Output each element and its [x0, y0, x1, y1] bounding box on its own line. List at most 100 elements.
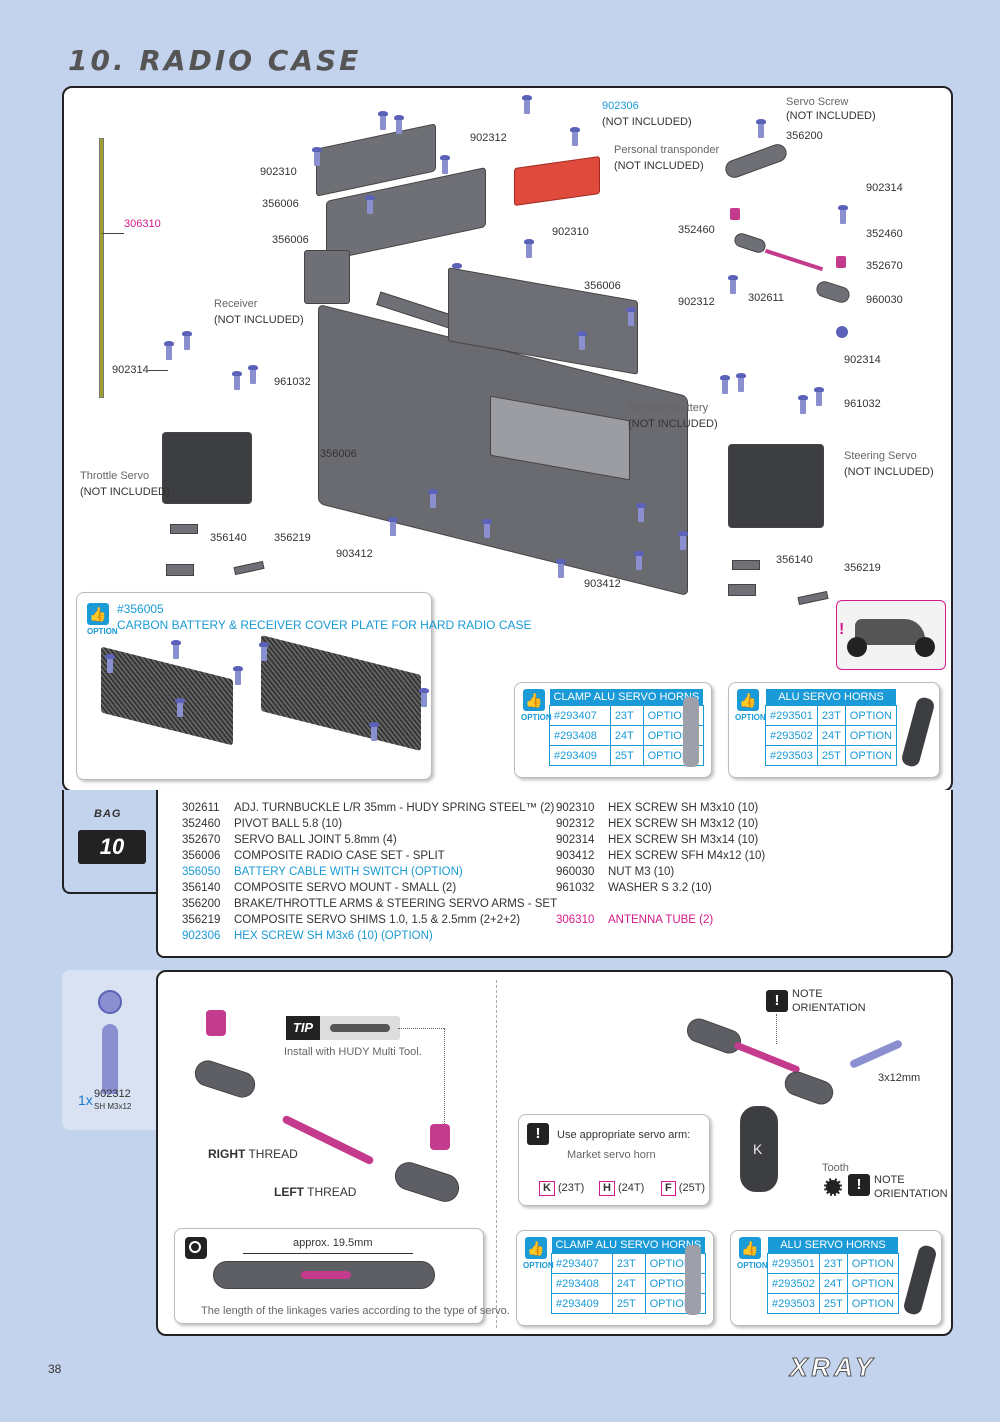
horn-f: F (25T)	[661, 1181, 705, 1196]
label-902312-a: 902312	[470, 132, 507, 144]
alu-horn-image	[902, 1243, 938, 1317]
length-note: The length of the linkages varies accord…	[201, 1305, 510, 1317]
linkage-servo-side	[683, 1015, 745, 1057]
ball-joint-a	[732, 231, 768, 255]
bag-tab: BAG 10	[62, 790, 160, 894]
screw-head-icon	[98, 990, 122, 1014]
servo-mount-c	[732, 560, 760, 570]
alu-horn-image	[900, 695, 936, 769]
steering-servo	[728, 444, 824, 528]
screw-spec: SH M3x12	[94, 1102, 132, 1111]
label-356006-d: 356006	[320, 448, 357, 460]
label-steering: Steering Servo	[844, 450, 917, 462]
left-thread-word: THREAD	[307, 1185, 357, 1199]
servo-arm-note-box: ! Use appropriate servo arm: Market serv…	[518, 1114, 710, 1206]
nut	[836, 326, 848, 338]
label-steering-ni: (NOT INCLUDED)	[844, 466, 934, 478]
clamp-horn-image	[683, 697, 699, 767]
carbon-plate-a	[101, 646, 233, 746]
bag-number: 10	[78, 830, 146, 864]
servo-shim-a	[233, 560, 265, 576]
tip-text: Install with HUDY Multi Tool.	[284, 1046, 422, 1058]
label-356219-b: 356219	[844, 562, 881, 574]
tooth-gear-icon	[824, 1178, 842, 1196]
bag-label: BAG	[94, 808, 122, 820]
page-number: 38	[48, 1362, 62, 1376]
label-356006-e: 356006	[584, 280, 621, 292]
servo-mount-d	[728, 584, 756, 596]
thumbs-up-icon: 👍	[523, 689, 545, 711]
label-356219-a: 356219	[274, 532, 311, 544]
length-note-box: approx. 19.5mm The length of the linkage…	[174, 1228, 510, 1324]
turnbuckle	[764, 248, 824, 272]
tip-word: TIP	[286, 1016, 320, 1040]
throttle-servo	[162, 432, 252, 504]
thumbs-up-icon: 👍	[739, 1237, 761, 1259]
transponder	[514, 155, 600, 207]
left-thread-key: LEFT	[274, 1185, 304, 1199]
note-label-2b: ORIENTATION	[874, 1188, 948, 1200]
option-word: OPTION	[523, 1261, 554, 1270]
label-902314-c: 902314	[844, 354, 881, 366]
label-960030: 960030	[866, 294, 903, 306]
thumbs-up-icon: 👍	[87, 603, 109, 625]
label-902314-b: 902314	[866, 182, 903, 194]
note-icon: !	[848, 1174, 870, 1196]
approx-length: approx. 19.5mm	[293, 1237, 373, 1249]
label-transponder-ni: (NOT INCLUDED)	[614, 160, 704, 172]
servo-arm-note: Use appropriate servo arm:	[557, 1129, 691, 1141]
option-word: OPTION	[521, 713, 552, 722]
assembly-panel: TIP Install with HUDY Multi Tool. RIGHT …	[156, 970, 953, 1336]
note-icon: !	[527, 1123, 549, 1145]
right-thread-word: THREAD	[248, 1147, 298, 1161]
option-plate-part: #356005	[117, 602, 164, 616]
label-356006-b: 356006	[272, 234, 309, 246]
label-903412-a: 903412	[336, 548, 373, 560]
label-961032-b: 961032	[844, 398, 881, 410]
thumbs-up-icon: 👍	[737, 689, 759, 711]
label-servo-screw-ni: (NOT INCLUDED)	[786, 110, 876, 122]
alu-horns-title: ALU SERVO HORNS	[765, 689, 897, 706]
ball-end-right	[391, 1158, 463, 1206]
label-356140-b: 356140	[776, 554, 813, 566]
option-plate-box: 👍 OPTION #356005 CARBON BATTERY & RECEIV…	[76, 592, 532, 780]
label-356200: 356200	[786, 130, 823, 142]
label-902306: 902306	[602, 100, 639, 112]
note-icon: !	[766, 990, 788, 1012]
label-306310: 306310	[124, 218, 161, 230]
screw-body-icon	[102, 1024, 118, 1094]
servo-mount-a	[170, 524, 198, 534]
servo-mount-b	[166, 564, 194, 576]
note-label-2: NOTE	[874, 1174, 905, 1186]
screw-callout-tab: 1x 902312 SH M3x12	[62, 970, 160, 1130]
pivot-ball-b	[836, 256, 846, 268]
list-item	[556, 896, 765, 912]
magnifier-icon	[185, 1237, 207, 1259]
antenna-tube	[99, 138, 104, 398]
ball-joint-b	[814, 279, 852, 305]
